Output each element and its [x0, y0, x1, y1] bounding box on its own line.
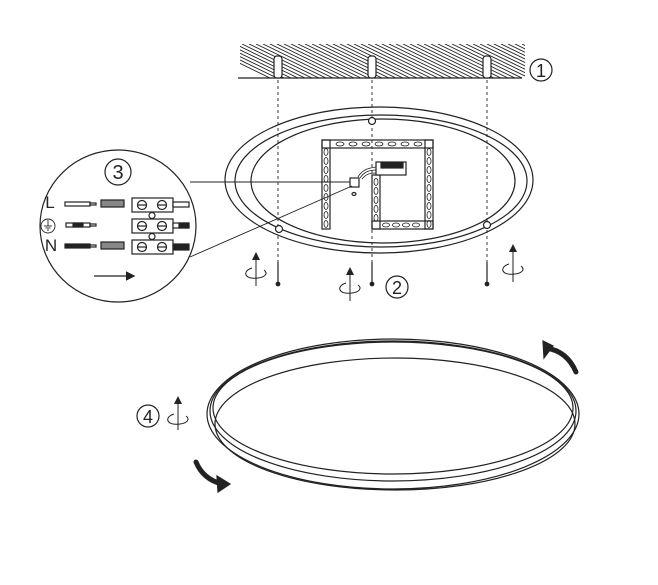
- step-4-label: 4: [143, 407, 153, 427]
- wall-plugs: [273, 55, 492, 79]
- neutral-wire: [64, 241, 125, 250]
- ground-symbol-icon: [40, 218, 56, 234]
- leader-line: [189, 185, 353, 258]
- neutral-label: N: [45, 236, 57, 255]
- rotate-icons: [245, 244, 524, 301]
- rotate-arrow-icon: [543, 345, 579, 375]
- led-strips: [321, 139, 434, 230]
- wiring-inset: 3 L N: [39, 149, 197, 303]
- step-4-marker: [136, 404, 160, 428]
- base-plate: [224, 106, 534, 254]
- step-1-label: 1: [536, 61, 546, 81]
- step-2-marker: [385, 275, 409, 299]
- lamp-cover: [206, 338, 580, 491]
- rotate-arrow-head: [216, 474, 232, 494]
- screws: [275, 262, 490, 287]
- live-label: L: [45, 193, 54, 212]
- live-wire: [64, 199, 125, 208]
- terminal-box: [349, 177, 360, 188]
- step-2-label: 2: [392, 278, 402, 298]
- rotate-icon: [167, 396, 189, 430]
- earth-wire: [65, 222, 97, 228]
- step-3-label: 3: [112, 162, 123, 184]
- led-driver: [357, 161, 407, 180]
- ceiling-hatch: [240, 44, 525, 78]
- rotate-arrow-head: [542, 339, 554, 360]
- terminal-block: [131, 197, 190, 255]
- step-1-marker: [529, 58, 553, 82]
